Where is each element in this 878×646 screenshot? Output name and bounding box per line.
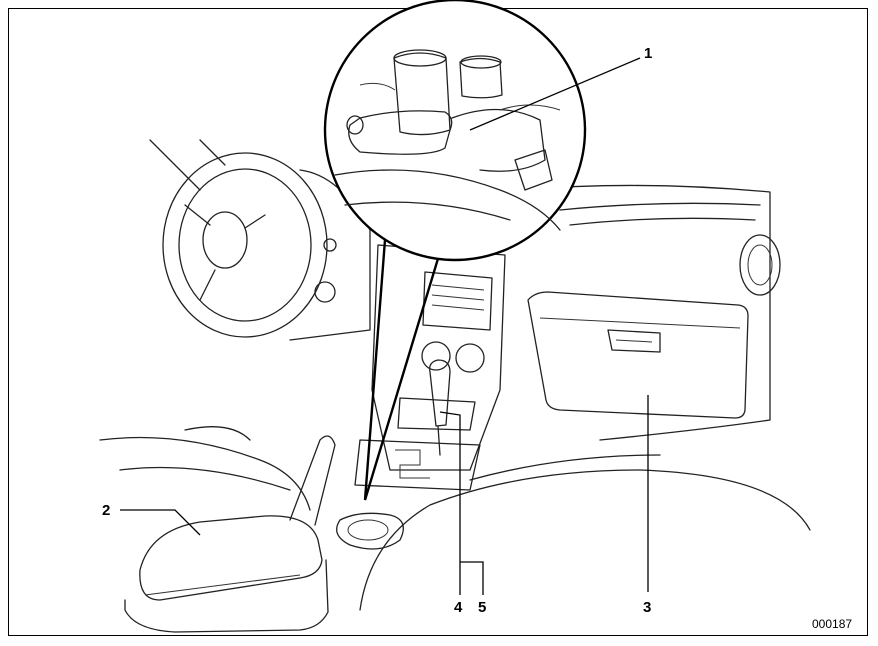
shift-lever-stem	[438, 426, 440, 455]
rear-cup-holder-ring	[348, 520, 388, 540]
center-console-lid-seam	[145, 575, 300, 595]
figure-id: 000187	[812, 617, 852, 631]
glove-box	[528, 292, 748, 418]
dashboard-upper-trim	[560, 203, 760, 210]
driver-seat-bolster	[185, 427, 250, 440]
callout-leader-5	[460, 562, 483, 595]
callout-leader-4	[440, 412, 460, 595]
column-lines	[150, 140, 225, 190]
center-console-box	[140, 516, 322, 600]
glove-box-handle-grip	[616, 340, 652, 342]
callout-1: 1	[644, 45, 652, 62]
audio-unit-detail	[432, 285, 484, 310]
center-console-base	[125, 560, 328, 632]
callout-5: 5	[478, 599, 486, 616]
shift-gate-slot	[395, 450, 430, 478]
callout-leader-2	[120, 510, 200, 535]
passenger-seat-edge-2	[470, 455, 660, 480]
steering-wheel-inner	[179, 169, 311, 321]
dashboard-trim-lower	[570, 218, 755, 225]
callout-4: 4	[454, 599, 463, 616]
driver-seat-edge	[100, 438, 310, 511]
air-vent-right	[740, 235, 780, 295]
rear-cup-holder	[337, 513, 404, 549]
steering-hub	[203, 212, 247, 268]
knob-left	[315, 282, 335, 302]
climate-knob-left	[422, 342, 450, 370]
glove-box-edge	[540, 318, 740, 328]
parking-brake	[290, 436, 335, 525]
magnified-inset	[325, 0, 585, 500]
magnifier-circle	[325, 0, 585, 260]
callout-2: 2	[102, 502, 110, 519]
steering-spokes	[185, 205, 265, 300]
air-vent-right-inner	[748, 245, 772, 285]
driver-seat-edge-2	[120, 468, 290, 491]
climate-knob-right	[456, 344, 484, 372]
steering-wheel	[163, 153, 327, 337]
passenger-seat-edge	[360, 470, 810, 610]
callout-3: 3	[643, 599, 651, 616]
dashboard-outline	[520, 185, 770, 440]
knob-small	[324, 239, 336, 251]
audio-unit	[423, 272, 492, 330]
